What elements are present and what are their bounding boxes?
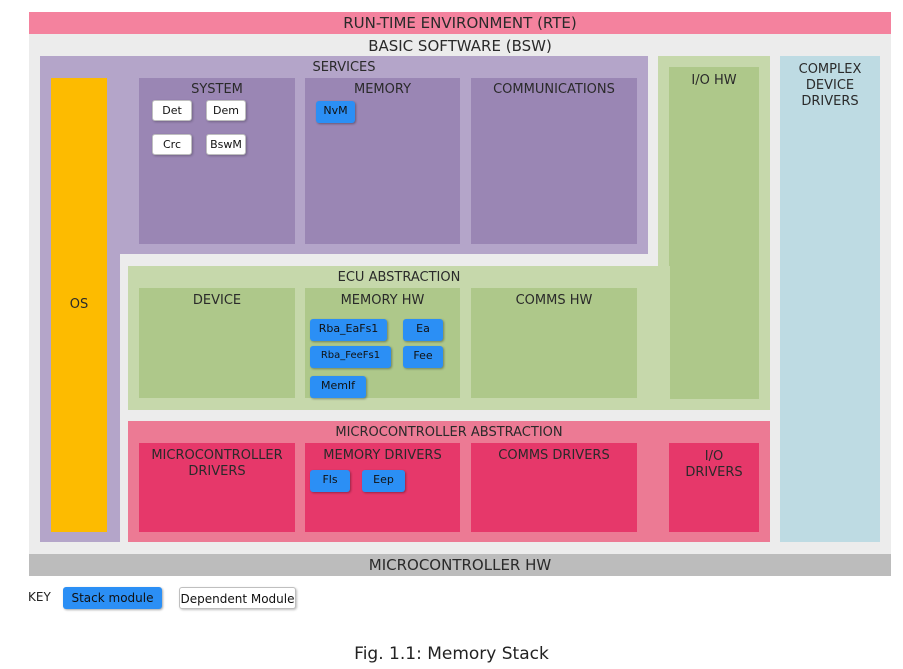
module-fls[interactable]: Fls [310, 470, 350, 492]
os-label: OS [69, 297, 89, 312]
io-hw-box: I/O HW [669, 67, 759, 399]
device-box: DEVICE [139, 288, 295, 398]
mc-hw-label: MICROCONTROLLER HW [368, 556, 552, 574]
system-box: SYSTEM Det Dem Crc BswM [139, 78, 295, 244]
comms-drivers-label: COMMS DRIVERS [498, 448, 610, 463]
key-dependent-module: Dependent Module [179, 587, 296, 609]
rte-layer: RUN-TIME ENVIRONMENT (RTE) [29, 12, 891, 34]
memory-hw-label: MEMORY HW [340, 293, 425, 308]
memory-services-box: MEMORY NvM [305, 78, 460, 244]
communications-box: COMMUNICATIONS [471, 78, 637, 244]
module-crc[interactable]: Crc [152, 134, 192, 155]
module-bswm[interactable]: BswM [206, 134, 246, 155]
figure-caption: Fig. 1.1: Memory Stack [354, 644, 549, 664]
mc-hw-layer: MICROCONTROLLER HW [29, 554, 891, 576]
complex-drivers-label: COMPLEX DEVICE DRIVERS [798, 62, 862, 109]
comms-hw-box: COMMS HW [471, 288, 637, 398]
module-rba-feefs1[interactable]: Rba_FeeFs1 [310, 346, 391, 368]
io-drivers-label: I/O DRIVERS [685, 449, 743, 480]
comms-hw-label: COMMS HW [515, 293, 593, 308]
module-dem[interactable]: Dem [206, 100, 246, 121]
ecu-abstraction-label: ECU ABSTRACTION [337, 270, 461, 285]
mc-drivers-label: MICROCONTROLLER DRIVERS [151, 448, 283, 479]
bsw-label: BASIC SOFTWARE (BSW) [368, 37, 552, 55]
module-memif[interactable]: MemIf [310, 376, 366, 398]
communications-label: COMMUNICATIONS [493, 82, 615, 97]
key-stack-module: Stack module [63, 587, 162, 609]
os-box: OS [51, 78, 107, 532]
module-nvm[interactable]: NvM [316, 101, 355, 123]
module-rba-eafs1[interactable]: Rba_EaFs1 [310, 319, 387, 341]
memory-drivers-label: MEMORY DRIVERS [323, 448, 442, 463]
system-label: SYSTEM [191, 82, 243, 97]
comms-drivers-box: COMMS DRIVERS [471, 443, 637, 532]
mcal-label: MICROCONTROLLER ABSTRACTION [335, 425, 563, 440]
module-det[interactable]: Det [152, 100, 192, 121]
services-label: SERVICES [312, 60, 376, 75]
io-drivers-box: I/O DRIVERS [669, 443, 759, 532]
services-title: SERVICES [40, 58, 648, 76]
mc-drivers-box: MICROCONTROLLER DRIVERS [139, 443, 295, 532]
complex-drivers-box: COMPLEX DEVICE DRIVERS [780, 56, 880, 542]
module-ea[interactable]: Ea [403, 319, 443, 341]
memory-services-label: MEMORY [353, 82, 412, 97]
io-hw-label: I/O HW [691, 73, 737, 88]
key-label: KEY [28, 590, 51, 604]
memory-hw-box: MEMORY HW Rba_EaFs1 Ea Rba_FeeFs1 Fee Me… [305, 288, 460, 398]
device-label: DEVICE [192, 293, 242, 308]
memory-drivers-box: MEMORY DRIVERS Fls Eep [305, 443, 460, 532]
module-eep[interactable]: Eep [362, 470, 405, 492]
module-fee[interactable]: Fee [403, 346, 443, 368]
rte-label: RUN-TIME ENVIRONMENT (RTE) [343, 14, 577, 32]
